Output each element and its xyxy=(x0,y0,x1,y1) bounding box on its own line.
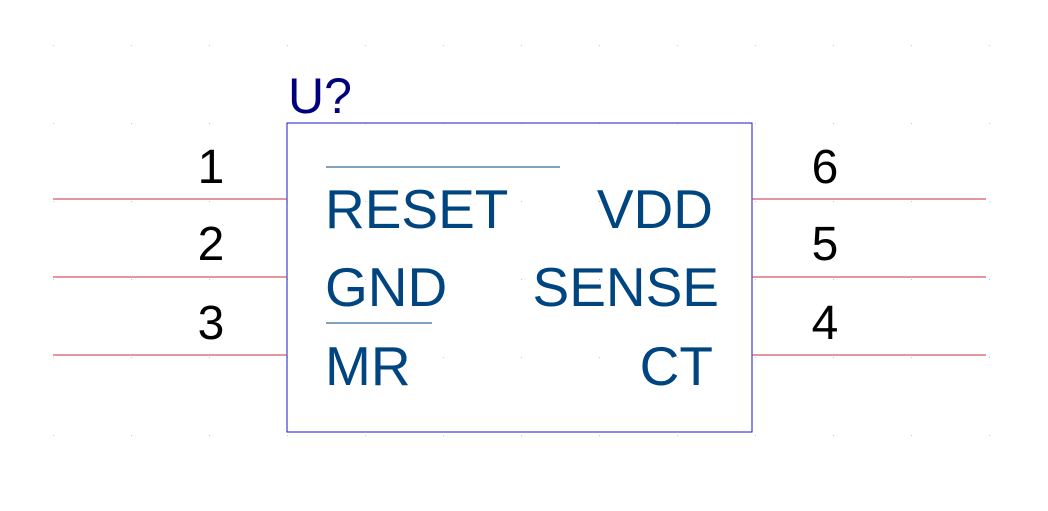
grid-dot xyxy=(131,279,132,280)
pin-1-number: 1 xyxy=(198,141,225,194)
grid-dot xyxy=(833,123,834,124)
grid-dot xyxy=(365,45,366,46)
grid-dot xyxy=(209,45,210,46)
pin-6-name: VDD xyxy=(597,178,713,240)
pin-6-number: 6 xyxy=(812,141,839,194)
grid-dot xyxy=(131,357,132,358)
grid-dot xyxy=(599,201,600,202)
grid-dot xyxy=(521,357,522,358)
grid-dot xyxy=(599,357,600,358)
grid-dot xyxy=(521,201,522,202)
grid-dot xyxy=(131,45,132,46)
grid-dot xyxy=(989,357,990,358)
grid-dot xyxy=(53,123,54,124)
grid-dot xyxy=(911,123,912,124)
grid-dot xyxy=(989,201,990,202)
grid-dot xyxy=(443,45,444,46)
grid-dot xyxy=(677,201,678,202)
grid-dot xyxy=(521,45,522,46)
grid-dot xyxy=(521,279,522,280)
grid-dot xyxy=(833,357,834,358)
grid-dot xyxy=(443,357,444,358)
grid-dot xyxy=(755,201,756,202)
pin-2-number: 2 xyxy=(198,218,225,271)
grid-dot xyxy=(911,435,912,436)
grid-dot xyxy=(131,123,132,124)
grid-dot xyxy=(599,279,600,280)
grid-dot xyxy=(833,279,834,280)
pin-3-name: MR xyxy=(325,335,411,397)
pin-4-number: 4 xyxy=(812,297,839,350)
grid-dot xyxy=(365,357,366,358)
grid-dot xyxy=(755,435,756,436)
pin-1[interactable]: 1 RESET xyxy=(53,141,560,240)
grid-dot xyxy=(989,279,990,280)
grid-dot xyxy=(599,45,600,46)
pin-5[interactable]: 5 SENSE xyxy=(533,218,986,318)
grid-dot xyxy=(365,279,366,280)
grid-dot xyxy=(53,279,54,280)
grid-dot xyxy=(53,45,54,46)
grid-dot xyxy=(365,435,366,436)
grid-dot xyxy=(209,279,210,280)
grid-dot xyxy=(833,201,834,202)
grid-dot xyxy=(131,435,132,436)
grid-dot xyxy=(911,201,912,202)
pin-2-name: GND xyxy=(325,256,447,318)
pin-2[interactable]: 2 GND xyxy=(53,218,447,318)
grid-dot xyxy=(911,45,912,46)
grid-dot xyxy=(287,435,288,436)
pin-1-name: RESET xyxy=(325,178,508,240)
grid-dot xyxy=(131,201,132,202)
pin-4[interactable]: 4 CT xyxy=(640,297,986,397)
grid-dot xyxy=(209,357,210,358)
pin-3-number: 3 xyxy=(198,297,225,350)
pin-5-number: 5 xyxy=(812,218,839,271)
grid-dot xyxy=(677,435,678,436)
grid-dot xyxy=(677,45,678,46)
grid-dot xyxy=(677,279,678,280)
grid-dot xyxy=(989,45,990,46)
grid-dot xyxy=(755,45,756,46)
grid-dot xyxy=(443,279,444,280)
grid-dot xyxy=(521,435,522,436)
grid-dot xyxy=(53,435,54,436)
grid-dot xyxy=(677,357,678,358)
grid-dot xyxy=(443,201,444,202)
pin-3[interactable]: 3 MR xyxy=(53,297,432,397)
grid-dot xyxy=(833,45,834,46)
grid-dot xyxy=(755,357,756,358)
grid-dot xyxy=(911,279,912,280)
grid-dot xyxy=(209,201,210,202)
grid-dot xyxy=(755,279,756,280)
grid-dot xyxy=(365,201,366,202)
grid-dot xyxy=(989,435,990,436)
grid-dot xyxy=(209,123,210,124)
grid-dots xyxy=(53,45,990,436)
component-designator[interactable]: U? xyxy=(288,68,352,124)
grid-dot xyxy=(599,435,600,436)
pin-5-name: SENSE xyxy=(533,256,719,318)
grid-dot xyxy=(53,357,54,358)
pin-4-name: CT xyxy=(640,335,713,397)
grid-dot xyxy=(833,435,834,436)
grid-dot xyxy=(443,435,444,436)
grid-dot xyxy=(911,357,912,358)
grid-dot xyxy=(287,45,288,46)
grid-dot xyxy=(53,201,54,202)
grid-dot xyxy=(989,123,990,124)
pin-6[interactable]: 6 VDD xyxy=(597,141,986,240)
grid-dot xyxy=(755,123,756,124)
grid-dot xyxy=(209,435,210,436)
